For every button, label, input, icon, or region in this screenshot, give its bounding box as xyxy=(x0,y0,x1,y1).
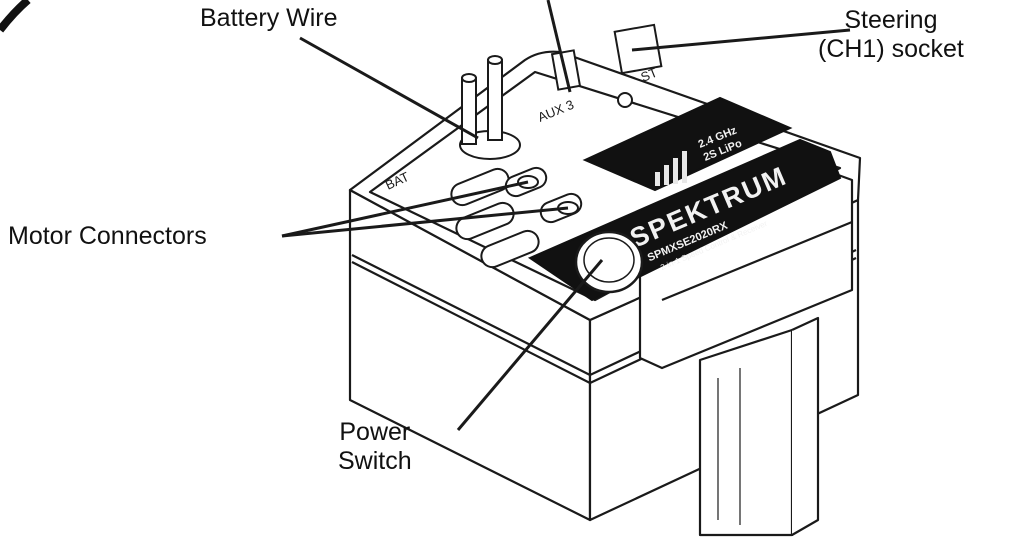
power-text-line1: Power xyxy=(339,418,411,446)
plug-collar-front xyxy=(661,220,853,302)
label-panel-upper xyxy=(582,96,793,192)
battery-wire-posts xyxy=(459,55,521,160)
motor-leader-2 xyxy=(281,206,569,238)
top-rim xyxy=(368,70,842,302)
battery-wire-leader xyxy=(299,36,479,140)
motor-connectors-text: Motor Connectors xyxy=(8,222,207,250)
leader-lines xyxy=(281,0,851,431)
battery-wire-text: Battery Wire xyxy=(200,4,338,32)
plug-detail xyxy=(717,368,741,525)
battery-wire-label: Battery Wire xyxy=(200,4,338,33)
steering-text-line1: Steering xyxy=(844,6,938,34)
power-switch-label: Power Switch xyxy=(338,418,412,476)
corner-arc xyxy=(0,0,31,33)
steering-socket-label: Steering (CH1) socket xyxy=(818,6,964,64)
aux-leader xyxy=(546,0,572,93)
steering-leader xyxy=(631,28,851,52)
power-text-line2: Switch xyxy=(338,447,412,475)
signal-bars-icon xyxy=(655,151,687,186)
power-switch-button xyxy=(574,230,644,294)
st-port-text: ST xyxy=(639,65,660,85)
motor-connectors-label: Motor Connectors xyxy=(8,222,207,251)
plug-body xyxy=(698,328,794,537)
steering-text-line2: (CH1) socket xyxy=(818,35,964,63)
antenna-plug xyxy=(638,170,854,537)
motor-leader-1 xyxy=(281,180,529,238)
plug-body-side xyxy=(791,316,820,536)
power-switch-leader xyxy=(456,259,604,431)
